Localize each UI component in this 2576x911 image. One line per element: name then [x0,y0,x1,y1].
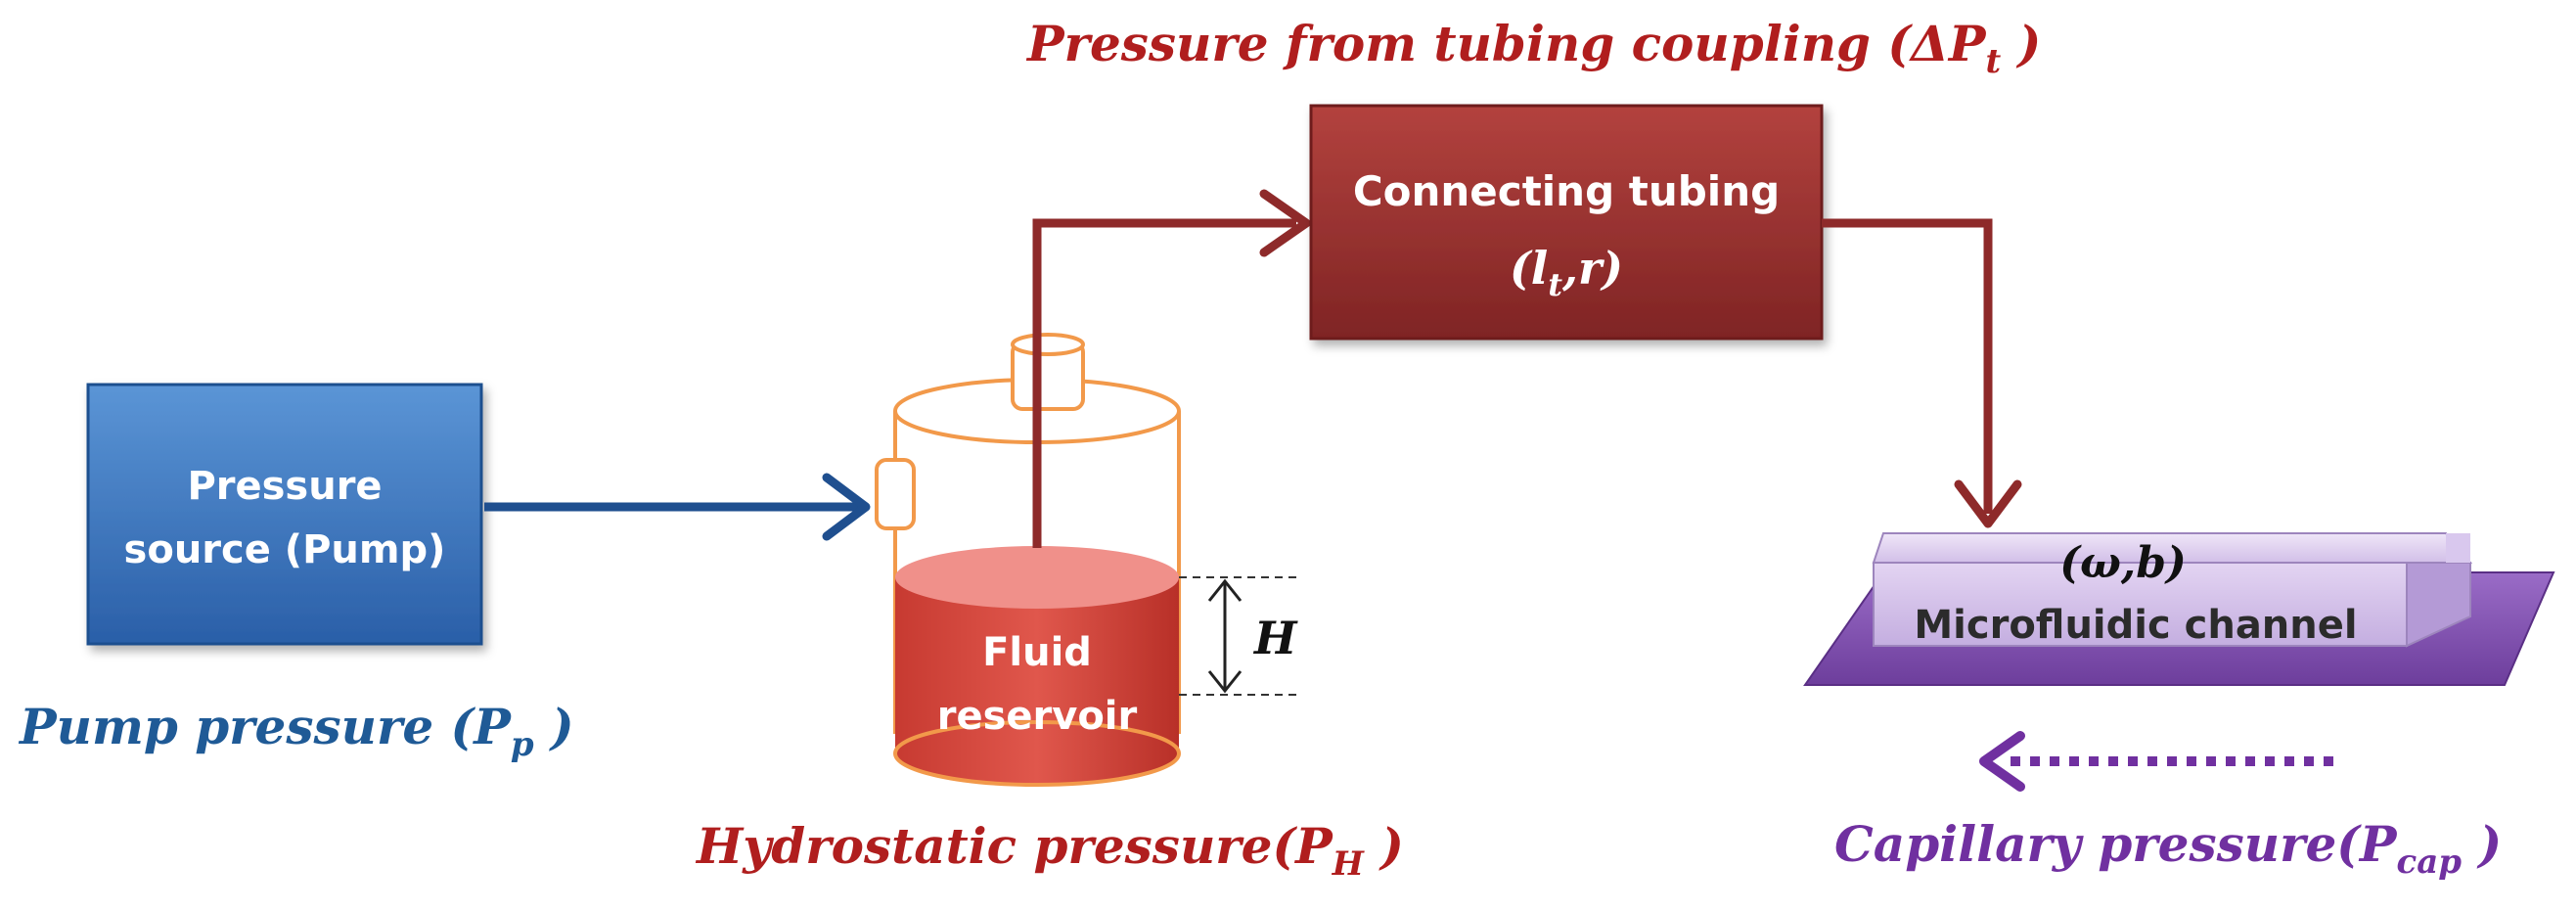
outlet-line [1822,218,1993,514]
arrow-right-icon [1259,189,1311,257]
channel-label: Microfluidic channel [1914,603,2357,648]
tubing-pressure-label: Pressure from tubing coupling (ΔPt ) [1025,15,2041,81]
pump-box [86,383,483,646]
pump-box-line1: Pressure [187,464,382,509]
hydrostatic-pressure-label: Hydrostatic pressure(PH ) [695,817,1404,884]
channel-params: (ω,b) [2059,538,2187,588]
tubing-box-line2: (lt,r) [1510,242,1623,303]
height-indicator [1179,576,1301,696]
tubing-box-line1: Connecting tubing [1353,167,1780,215]
tubing-box [1309,104,1824,341]
pump-pressure-label: Pump pressure (Pp ) [18,698,574,764]
height-symbol: H [1252,612,1298,664]
arrow-right-icon [484,473,871,541]
pump-box-line2: source (Pump) [124,527,446,572]
reservoir-line2: reservoir [937,694,1138,739]
dotted-arrow-left-icon [1979,731,2333,792]
fluid-reservoir [875,333,1181,787]
microfluidic-channel [1803,532,2555,686]
arrow-down-icon [1954,479,2022,528]
capillary-pressure-label: Capillary pressure(Pcap ) [1834,815,2502,882]
reservoir-line1: Fluid [982,630,1092,675]
tubing-line [1032,218,1296,548]
